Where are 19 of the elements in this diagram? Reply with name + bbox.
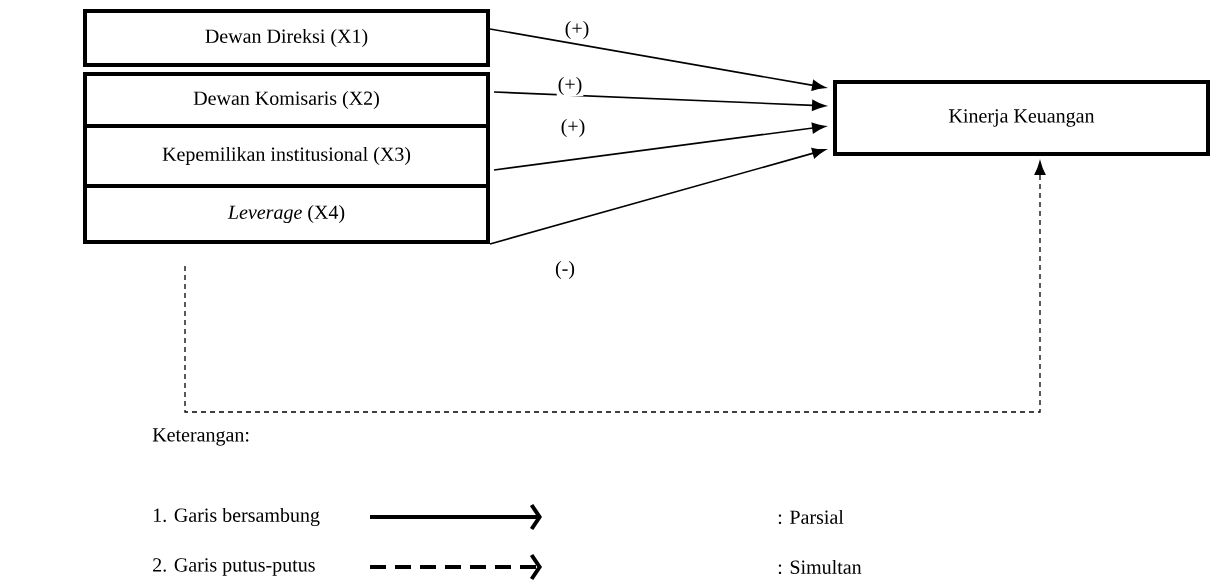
variable-box: Dewan Direksi (X1) (83, 9, 490, 67)
legend-text: 2. Garis putus-putus (153, 558, 315, 576)
legend-text: 1. Garis bersambung (153, 507, 320, 527)
arrow (493, 91, 826, 111)
edge-label: (+) (559, 117, 587, 139)
arrow (489, 147, 826, 245)
edge-label: (-) (554, 259, 576, 281)
variable-box: Dewan Komisaris (X2) (83, 72, 490, 128)
variable-box: Kepemilikan institusional (X3) (83, 124, 490, 188)
edge-label: (+) (563, 19, 591, 41)
note-text: Keterangan: (152, 428, 249, 446)
note-text: : Parsial (778, 509, 844, 525)
edge-label: (+) (556, 75, 584, 97)
arrow (493, 122, 826, 171)
note-text: : Simultan (778, 559, 862, 575)
arrow (489, 28, 826, 91)
variable-box: Kinerja Keuangan (833, 80, 1210, 156)
dashed-arrow (184, 161, 1046, 413)
variable-box: Leverage (X4) (83, 184, 490, 244)
